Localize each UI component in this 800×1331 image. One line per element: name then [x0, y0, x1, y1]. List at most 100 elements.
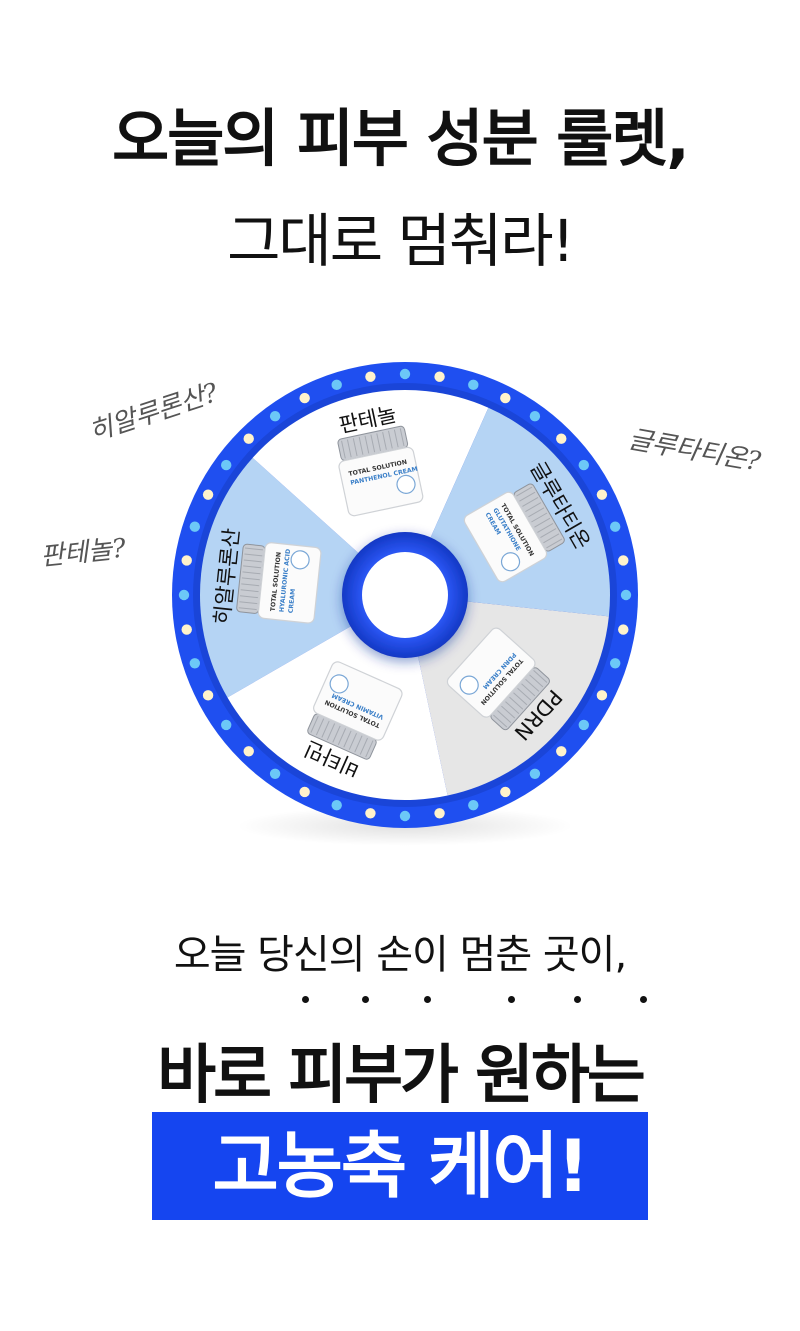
- jar-lid-ridge: [528, 507, 545, 518]
- jar-lid-ridge: [332, 725, 341, 743]
- jar-lid-ridge: [364, 435, 370, 454]
- rim-bulb: [189, 658, 201, 669]
- wheel-hub-center: [362, 552, 448, 638]
- jar-lid-ridge: [525, 678, 540, 692]
- jar-lid-ridge: [519, 491, 536, 502]
- jar-seal: [396, 474, 416, 494]
- jar-lid-ridge: [376, 433, 382, 452]
- jar-lid-ridge: [540, 528, 557, 539]
- jar-lid-ridge: [352, 438, 358, 457]
- jar-body: [338, 446, 424, 517]
- jar-lid-ridge: [310, 715, 319, 733]
- rim-bulb: [500, 392, 511, 404]
- tagline-sub: 오늘 당신의 손이 멈춘 곳이,: [173, 932, 627, 978]
- emphasis-dot: [508, 996, 515, 1003]
- jar-lid-ridge: [513, 692, 528, 706]
- rim-bulb: [578, 719, 589, 731]
- rim-bulb: [331, 799, 342, 811]
- jar-lid-ridge: [534, 517, 551, 528]
- rim-bulb: [399, 368, 411, 380]
- rim-bulb: [243, 746, 254, 757]
- jar-lid-ridge: [239, 595, 258, 599]
- rim-bulb: [331, 379, 342, 391]
- jar-lid-ridge: [341, 440, 346, 459]
- emphasis-dots: [296, 996, 656, 1008]
- jar-lid-ridge: [399, 428, 405, 447]
- jar-body: [463, 491, 548, 583]
- jar-body: [446, 627, 536, 718]
- jar-lid-ridge: [321, 720, 330, 738]
- rim-bulb: [243, 433, 254, 444]
- jar-lid-ridge: [546, 538, 563, 549]
- rim-bulb: [609, 521, 621, 532]
- jar-lid-ridge: [522, 496, 539, 507]
- jar-lid-ridge: [241, 583, 260, 587]
- emphasis-dot: [362, 996, 369, 1003]
- rim-bulb: [202, 489, 214, 500]
- rim-bulb: [578, 459, 589, 471]
- headline-line-2: 그대로 멈춰라!: [227, 207, 575, 275]
- rim-bulb: [399, 810, 411, 822]
- rim-bulb: [556, 746, 567, 757]
- jar-lid-ridge: [509, 696, 524, 710]
- jar-lid-ridge: [497, 710, 512, 723]
- jar-lid-ridge: [244, 553, 263, 557]
- rim-bulb: [365, 808, 376, 819]
- emphasis-dot: [574, 996, 581, 1003]
- jar-lid-ridge: [244, 547, 263, 551]
- rim-bulb: [189, 521, 201, 532]
- rim-bulb: [202, 690, 214, 701]
- handwritten-glutathione: 글루타티온?: [625, 424, 763, 478]
- jar-lid-ridge: [370, 434, 376, 453]
- jar-lid-ridge: [241, 577, 260, 581]
- rim-bulb: [299, 786, 310, 798]
- jar-lid-ridge: [343, 730, 352, 748]
- jar-lid-ridge: [365, 740, 374, 758]
- jar-lid-ridge: [505, 701, 520, 715]
- jar-lid-ridge: [493, 714, 508, 728]
- rim-bulb: [468, 799, 479, 811]
- jar-lid-ridge: [382, 431, 387, 450]
- jar-lid-ridge: [521, 683, 536, 697]
- jar-lid-ridge: [393, 429, 399, 448]
- jar-lid-ridge: [242, 571, 261, 575]
- rim-bulb: [434, 371, 445, 382]
- jar-seal: [500, 552, 521, 572]
- rim-bulb: [434, 808, 445, 819]
- emphasis-dot: [424, 996, 431, 1003]
- rim-bulb: [609, 658, 621, 669]
- rim-bulb: [556, 433, 567, 444]
- jar-seal: [329, 674, 349, 694]
- jar-lid-ridge: [315, 718, 325, 736]
- jar-label-text: CREAM: [287, 588, 297, 613]
- rim-bulb: [221, 459, 232, 471]
- jar-lid-ridge: [359, 737, 368, 755]
- jar-lid-ridge: [529, 674, 544, 688]
- rim-bulb: [529, 411, 541, 422]
- rim-bulb: [468, 379, 479, 391]
- jar-lid-ridge: [517, 687, 532, 701]
- rim-bulb: [618, 624, 629, 635]
- jar-seal: [459, 675, 479, 695]
- jar-lid-ridge: [348, 733, 358, 750]
- jar-lid-ridge: [243, 565, 262, 569]
- jar-lid-ridge: [238, 607, 257, 611]
- jar-lid-ridge: [243, 559, 262, 563]
- jar-lid-ridge: [516, 486, 533, 497]
- rim-bulb: [269, 768, 281, 779]
- jar-lid-ridge: [337, 728, 347, 746]
- jar-lid-ridge: [531, 512, 548, 523]
- rim-bulb: [178, 589, 190, 601]
- jar-lid-ridge: [388, 430, 393, 449]
- rim-bulb: [529, 768, 541, 779]
- rim-bulb: [181, 624, 192, 635]
- handwritten-panthenol: 판테놀?: [38, 533, 128, 573]
- rim-bulb: [299, 392, 310, 404]
- jar-lid-ridge: [240, 589, 259, 593]
